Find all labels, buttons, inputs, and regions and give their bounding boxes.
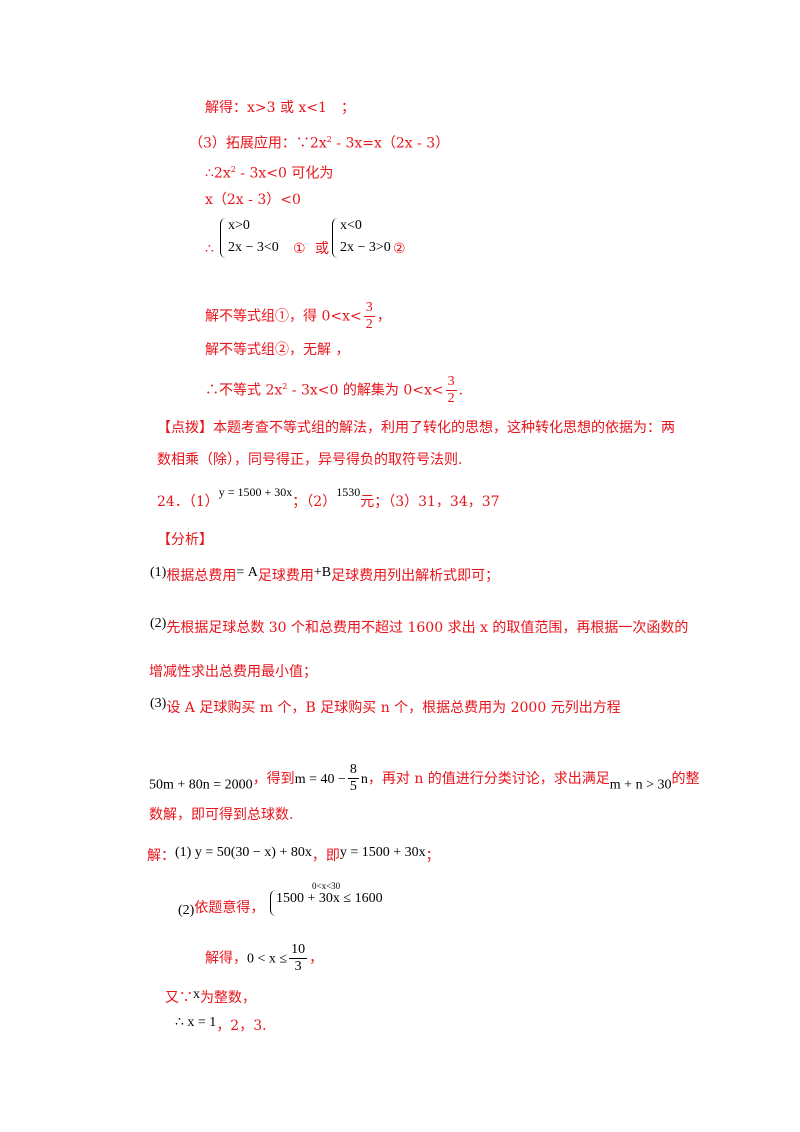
step2-inequality: 1500 + 30x ≤ 1600 [276, 891, 383, 906]
transform-line: ∴2x2 - 3x<0 可化为 [205, 165, 334, 182]
solve-line-1: 解得：x>3 或 x<1 ； [205, 100, 355, 116]
solution-line-2: 解不等式组②，无解 ， [205, 342, 350, 358]
system2-bottom: 2x − 3>0 [340, 240, 391, 255]
system1-top: x>0 [228, 218, 250, 233]
factored-line: x（2x - 3）<0 [205, 192, 301, 208]
equation-line-cont: 数解，即可得到总球数. [149, 807, 294, 823]
solution-step-1: 解：(1) y = 50(30 − x) + 80x，即y = 1500 + 3… [147, 845, 440, 864]
q24-answer: 24．（1）y = 1500 + 30x；（2）1530元；（3）31，34，3… [157, 485, 500, 510]
tip-line-2: 数相乘（除），同号得正，异号得负的取符号法则. [157, 452, 463, 468]
system-mark-1: ① [293, 241, 306, 257]
or-word: 或 [315, 241, 329, 257]
analysis-item-2: (2)先根据足球总数 30 个和总费用不超过 1600 求出 x 的取值范围，再… [150, 616, 689, 636]
analysis-item-3: (3)设 A 足球购买 m 个，B 足球购买 n 个，根据总费用为 2000 元… [150, 696, 621, 716]
system2-top: x<0 [340, 218, 362, 233]
analysis-item-1: (1)根据总费用= A足球费用+B足球费用列出解析式即可； [150, 565, 500, 584]
system-brace-2 [332, 218, 339, 258]
analysis-item-2-cont: 增减性求出总费用最小值； [149, 664, 317, 680]
solution-step-2: (2)依题意得， [178, 900, 265, 918]
analysis-heading: 【分析】 [157, 532, 213, 548]
system-brace-1 [220, 218, 227, 258]
solution-step-4: 又∵x为整数， [165, 987, 256, 1006]
step2-brace [270, 890, 276, 916]
system-mark-2: ② [393, 241, 406, 257]
tip-line-1: 【点拨】本题考查不等式组的解法，利用了转化的思想，这种转化思想的依据为：两 [157, 420, 675, 436]
therefore-symbol: ∴ [205, 241, 214, 257]
system1-bottom: 2x − 3<0 [228, 240, 279, 255]
solution-step-5: ∴ x = 1，2，3. [175, 1015, 267, 1034]
extension-line: （3）拓展应用：∵2x2 - 3x=x（2x - 3） [189, 135, 450, 152]
step2-condition: 0<x<30 [312, 881, 341, 891]
